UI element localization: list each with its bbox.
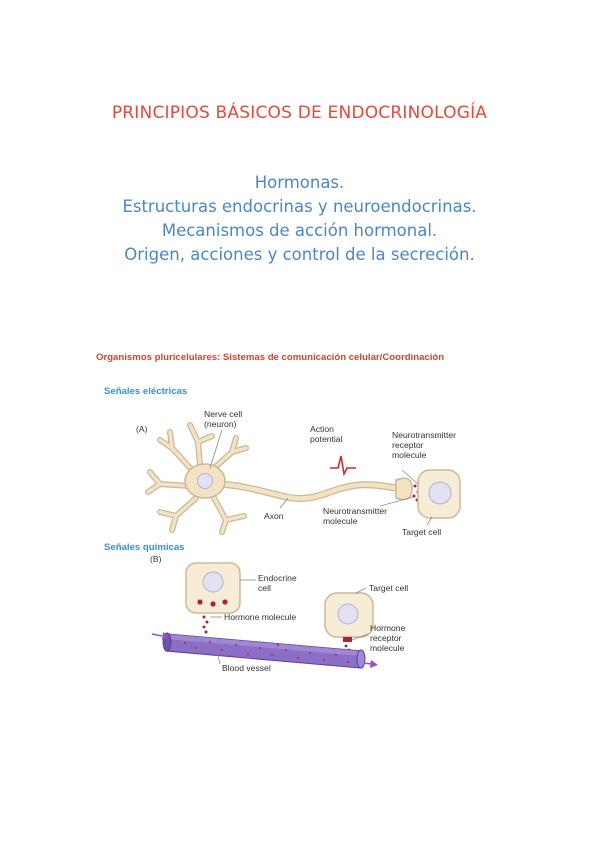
chemical-signals-heading: Señales químicas — [104, 542, 185, 553]
hormone-molecule-label: Hormone molecule — [224, 612, 297, 622]
subtitle-origen: Origen, acciones y control de la secreci… — [124, 245, 475, 264]
neuron-illustration — [145, 422, 402, 535]
blood-hormones — [184, 641, 349, 663]
leader-lines-a — [209, 429, 433, 526]
document-title: PRINCIPIOS BÁSICOS DE ENDOCRINOLOGÍA — [111, 103, 488, 123]
neuron-nucleus — [197, 473, 213, 489]
blood-vessel-label: Blood vessel — [222, 663, 271, 673]
electrical-signals-heading: Señales eléctricas — [104, 386, 188, 397]
target-cell-b-label: Target cell — [369, 583, 409, 593]
panel-b-label: (B) — [150, 554, 162, 564]
target-cell-a-label: Target cell — [402, 527, 442, 537]
endocrine-cell-nucleus — [202, 571, 224, 593]
hormone-receptor — [343, 637, 352, 642]
hormone-release — [202, 615, 209, 634]
figure-heading: Organismos pluricelulares: Sistemas de c… — [96, 352, 445, 363]
target-cell-a-nucleus — [428, 481, 452, 505]
subtitle-mecanismos: Mecanismos de acción hormonal. — [161, 221, 438, 240]
dendrites-fill — [146, 423, 248, 534]
action-potential-spike — [330, 455, 356, 477]
axon-label: Axon — [264, 511, 284, 521]
flow-arrows — [151, 632, 378, 668]
target-cell-b-nucleus — [337, 603, 359, 625]
panel-a-label: (A) — [136, 424, 148, 434]
subtitle-estructuras: Estructuras endocrinas y neuroendocrinas… — [122, 197, 477, 216]
secretory-granules — [197, 599, 228, 607]
nerve-cell-label: Nerve cell(neuron) — [204, 409, 243, 429]
blood-vessel — [162, 632, 366, 669]
axon-terminal — [395, 477, 413, 501]
leader-lines-b — [210, 579, 369, 665]
subtitle-hormonas: Hormonas. — [254, 173, 345, 192]
